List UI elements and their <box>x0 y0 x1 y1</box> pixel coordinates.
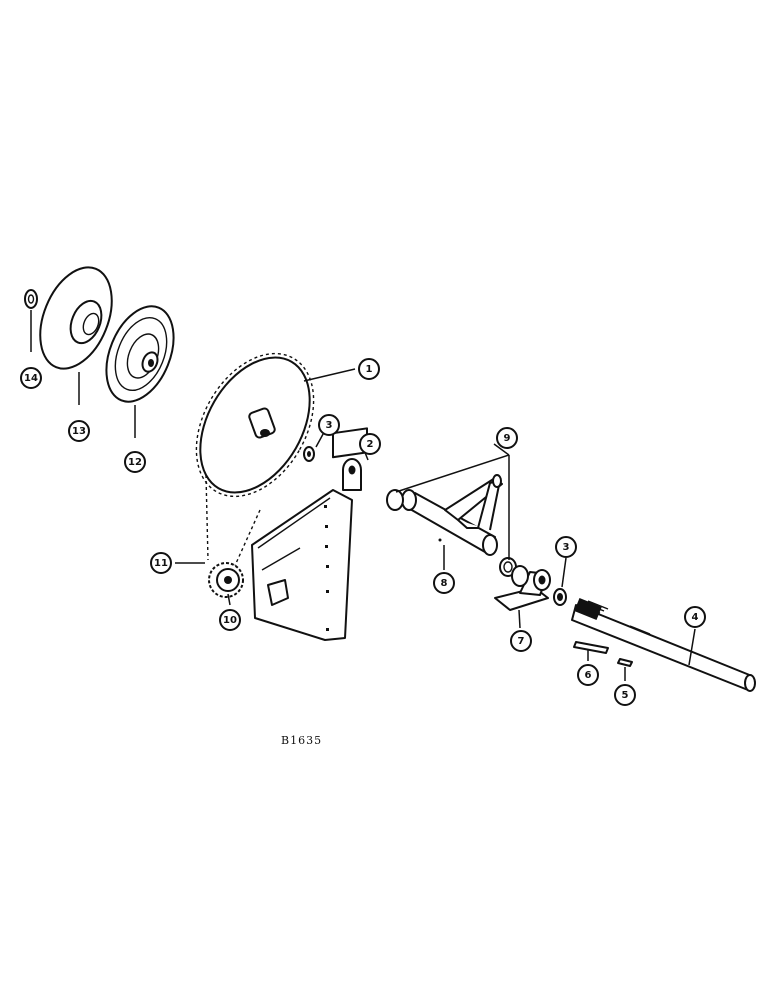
callout-number: 11 <box>154 558 168 569</box>
callout-circle <box>359 433 381 455</box>
callout-c7: 7 <box>510 630 532 652</box>
callout-number: 10 <box>223 615 237 626</box>
callout-circle <box>358 358 380 380</box>
callout-c14: 14 <box>20 367 42 389</box>
washer-part-14 <box>24 289 38 309</box>
callout-c5: 5 <box>614 684 636 706</box>
callout-number: 14 <box>24 373 38 384</box>
callout-circle <box>510 630 532 652</box>
callout-c8: 8 <box>433 572 455 594</box>
callout-c1a: 1 <box>358 358 380 380</box>
callout-circle <box>219 609 241 631</box>
callout-number: 1 <box>366 364 373 375</box>
callout-number: 12 <box>128 457 142 468</box>
callout-circle <box>555 536 577 558</box>
callout-number: 6 <box>585 670 592 681</box>
leader-lines <box>30 310 696 681</box>
callout-circle <box>124 451 146 473</box>
arm-part-8 <box>386 474 503 556</box>
callout-c3a: 3 <box>318 414 340 436</box>
chain-part-11 <box>205 474 261 571</box>
drawing-code: B1635 <box>281 734 322 747</box>
callout-circle <box>684 606 706 628</box>
mounting-bracket-part-2 <box>251 427 368 641</box>
shaft-part-4 <box>571 598 756 692</box>
callout-c9: 9 <box>496 427 518 449</box>
callout-number: 9 <box>504 433 511 444</box>
callout-number: 8 <box>441 578 448 589</box>
callout-c3b: 3 <box>555 536 577 558</box>
callout-circle <box>496 427 518 449</box>
pulley-part-12 <box>105 305 175 403</box>
callout-circle <box>150 552 172 574</box>
key-part-6 <box>573 641 609 654</box>
callout-number: 5 <box>622 690 629 701</box>
callout-circle <box>614 684 636 706</box>
callout-c11: 11 <box>150 552 172 574</box>
large-sprocket-part-1 <box>195 352 315 498</box>
callout-c2: 2 <box>359 433 381 455</box>
callout-circle <box>318 414 340 436</box>
callout-circle <box>577 664 599 686</box>
callout-c12: 12 <box>124 451 146 473</box>
callout-c10: 10 <box>219 609 241 631</box>
disc-part-13 <box>39 266 113 370</box>
callout-circle <box>20 367 42 389</box>
callout-number: 7 <box>518 636 525 647</box>
bearing-bracket-part-7 <box>494 565 551 611</box>
washer-part-3-upper <box>303 446 315 462</box>
callout-circle <box>433 572 455 594</box>
callout-c4: 4 <box>684 606 706 628</box>
key-part-5 <box>617 658 633 667</box>
callout-number: 13 <box>72 426 86 437</box>
callout-c6: 6 <box>577 664 599 686</box>
callout-number: 4 <box>692 612 699 623</box>
callout-number: 2 <box>367 439 374 450</box>
callout-number: 3 <box>563 542 570 553</box>
callout-c13: 13 <box>68 420 90 442</box>
small-sprocket-part-10 <box>208 562 244 598</box>
callout-number: 3 <box>326 420 333 431</box>
callout-circle <box>68 420 90 442</box>
washer-part-3-lower <box>553 588 567 606</box>
